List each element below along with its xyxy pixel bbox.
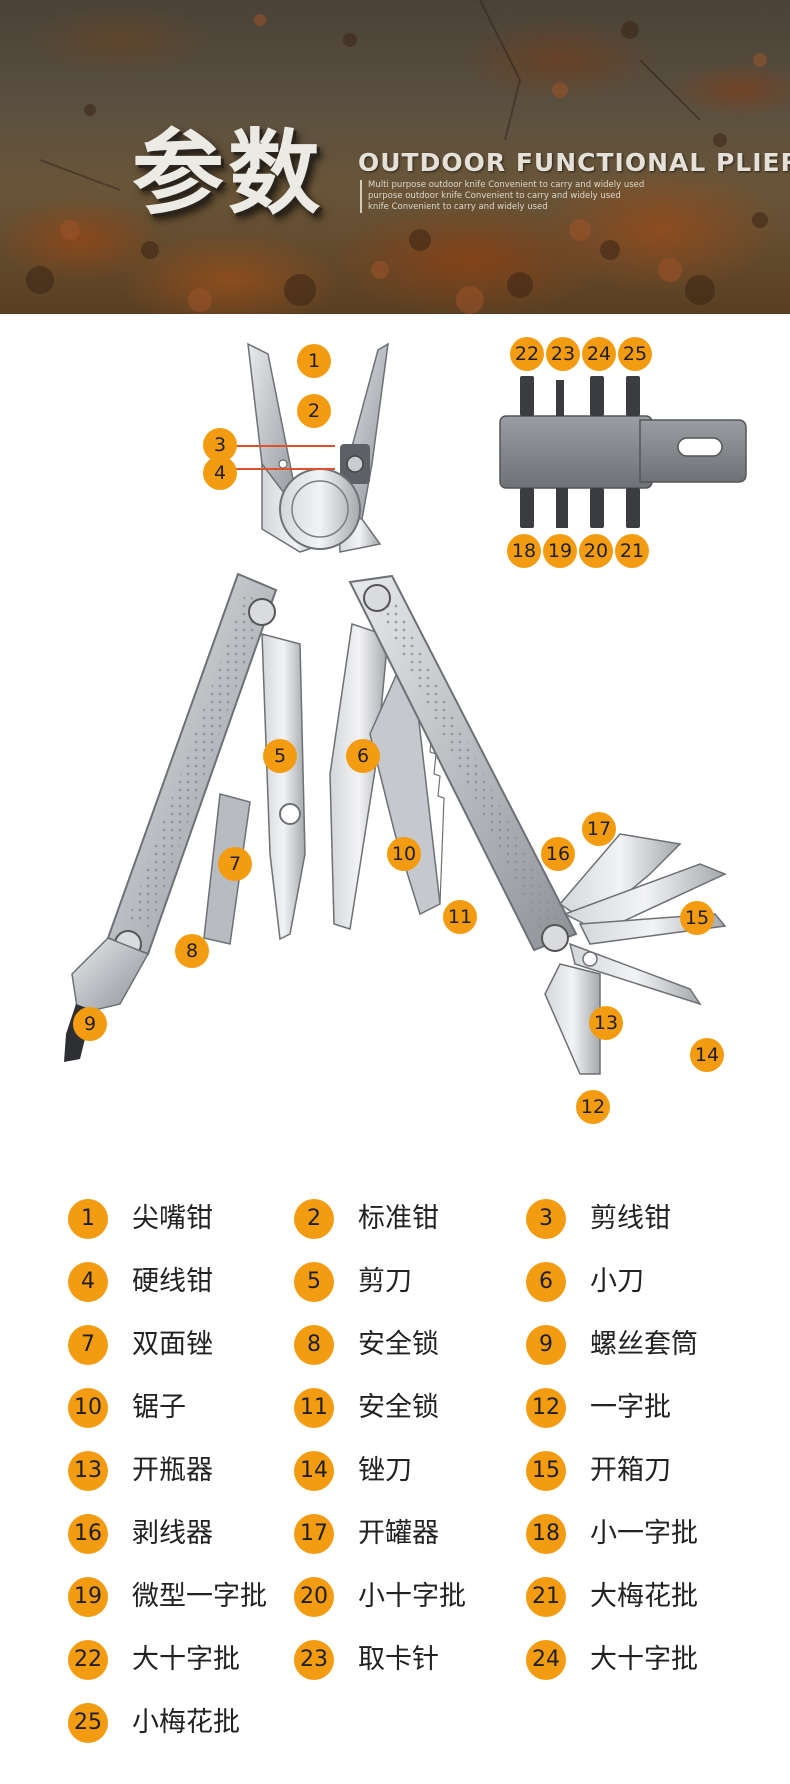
callout-badge-20: 20 bbox=[579, 534, 613, 568]
knife-blade bbox=[329, 623, 389, 930]
callout-badge-7: 7 bbox=[218, 847, 252, 881]
legend-number: 7 bbox=[68, 1325, 108, 1365]
callout-badge-14: 14 bbox=[690, 1038, 724, 1072]
description-line: knife Convenient to carry and widely use… bbox=[368, 202, 548, 212]
legend-number: 12 bbox=[526, 1388, 566, 1428]
legend-number: 19 bbox=[68, 1577, 108, 1617]
legend-label: 安全锁 bbox=[358, 1392, 439, 1423]
legend-label: 硬线钳 bbox=[132, 1266, 213, 1297]
callout-badge-23: 23 bbox=[546, 337, 580, 371]
legend-number: 17 bbox=[294, 1514, 334, 1554]
legend-number: 15 bbox=[526, 1451, 566, 1491]
header-description: Multi purpose outdoor knife Convenient t… bbox=[360, 180, 668, 213]
legend-label: 小梅花批 bbox=[132, 1707, 240, 1738]
legend-number: 16 bbox=[68, 1514, 108, 1554]
callout-badge-15: 15 bbox=[680, 901, 714, 935]
callout-badge-19: 19 bbox=[543, 534, 577, 568]
callout-badge-13: 13 bbox=[589, 1006, 623, 1040]
legend-label: 取卡针 bbox=[358, 1644, 439, 1675]
page-title: 参数 bbox=[132, 120, 325, 227]
legend-label: 尖嘴钳 bbox=[132, 1203, 213, 1234]
legend-number: 22 bbox=[68, 1640, 108, 1680]
legend-number: 24 bbox=[526, 1640, 566, 1680]
bit-holder bbox=[499, 376, 747, 528]
legend-label: 大梅花批 bbox=[590, 1581, 698, 1612]
legend-number: 4 bbox=[68, 1262, 108, 1302]
legend-number: 3 bbox=[526, 1199, 566, 1239]
callout-badge-22: 22 bbox=[510, 337, 544, 371]
legend-label: 大十字批 bbox=[132, 1644, 240, 1675]
plier-jaws bbox=[247, 342, 389, 553]
legend-label: 大十字批 bbox=[590, 1644, 698, 1675]
legend-number: 13 bbox=[68, 1451, 108, 1491]
legend-label: 标准钳 bbox=[358, 1203, 439, 1234]
multitool-illustration bbox=[64, 342, 747, 1075]
legend-label: 一字批 bbox=[590, 1392, 671, 1423]
legend-label: 微型一字批 bbox=[132, 1581, 267, 1612]
legend-number: 21 bbox=[526, 1577, 566, 1617]
callout-badge-12: 12 bbox=[576, 1090, 610, 1124]
callout-badge-25: 25 bbox=[618, 337, 652, 371]
legend-label: 剪线钳 bbox=[590, 1203, 671, 1234]
right-handle bbox=[348, 574, 578, 952]
legend-number: 2 bbox=[294, 1199, 334, 1239]
legend-number: 14 bbox=[294, 1451, 334, 1491]
tool-fan bbox=[544, 833, 727, 1075]
legend-label: 螺丝套筒 bbox=[590, 1329, 698, 1360]
legend-label: 小十字批 bbox=[358, 1581, 466, 1612]
legend-label: 开瓶器 bbox=[132, 1455, 213, 1486]
callout-badge-9: 9 bbox=[73, 1007, 107, 1041]
legend-label: 安全锁 bbox=[358, 1329, 439, 1360]
description-line: Multi purpose outdoor knife Convenient t… bbox=[368, 180, 645, 190]
scissors bbox=[261, 633, 306, 941]
rust-texture bbox=[26, 0, 768, 314]
legend-number: 10 bbox=[68, 1388, 108, 1428]
header-banner: 参数 OUTDOOR FUNCTIONAL PLIERS Multi purpo… bbox=[0, 0, 790, 314]
callout-badge-5: 5 bbox=[263, 739, 297, 773]
callout-badge-6: 6 bbox=[346, 739, 380, 773]
legend-label: 剥线器 bbox=[132, 1518, 213, 1549]
legend-label: 锯子 bbox=[132, 1392, 186, 1423]
legend-label: 剪刀 bbox=[358, 1266, 412, 1297]
legend-number: 9 bbox=[526, 1325, 566, 1365]
callout-badge-1: 1 bbox=[297, 344, 331, 378]
legend-number: 25 bbox=[68, 1703, 108, 1743]
callout-badge-18: 18 bbox=[507, 534, 541, 568]
callout-badge-2: 2 bbox=[297, 394, 331, 428]
left-handle bbox=[64, 572, 278, 1062]
legend-number: 5 bbox=[294, 1262, 334, 1302]
legend-number: 1 bbox=[68, 1199, 108, 1239]
tool-diagram: 1 2 3 4 5 6 7 8 9 10 11 12 13 14 15 16 1… bbox=[0, 314, 790, 1174]
callout-badge-24: 24 bbox=[582, 337, 616, 371]
callout-badge-8: 8 bbox=[175, 934, 209, 968]
legend-label: 双面锉 bbox=[132, 1329, 213, 1360]
legend-label: 锉刀 bbox=[358, 1455, 412, 1486]
legend-number: 8 bbox=[294, 1325, 334, 1365]
legend-number: 23 bbox=[294, 1640, 334, 1680]
legend-number: 20 bbox=[294, 1577, 334, 1617]
page-subtitle: OUTDOOR FUNCTIONAL PLIERS bbox=[358, 148, 790, 177]
legend-label: 开箱刀 bbox=[590, 1455, 671, 1486]
callout-badge-16: 16 bbox=[541, 837, 575, 871]
callout-badge-10: 10 bbox=[387, 837, 421, 871]
legend-label: 小一字批 bbox=[590, 1518, 698, 1549]
legend-number: 18 bbox=[526, 1514, 566, 1554]
callout-badge-17: 17 bbox=[582, 812, 616, 846]
legend-label: 开罐器 bbox=[358, 1518, 439, 1549]
callout-badge-11: 11 bbox=[443, 900, 477, 934]
description-line: purpose outdoor knife Convenient to carr… bbox=[368, 191, 621, 201]
legend-number: 6 bbox=[526, 1262, 566, 1302]
callout-badge-4: 4 bbox=[203, 456, 237, 490]
legend-label: 小刀 bbox=[590, 1266, 644, 1297]
callout-badge-21: 21 bbox=[615, 534, 649, 568]
legend-number: 11 bbox=[294, 1388, 334, 1428]
